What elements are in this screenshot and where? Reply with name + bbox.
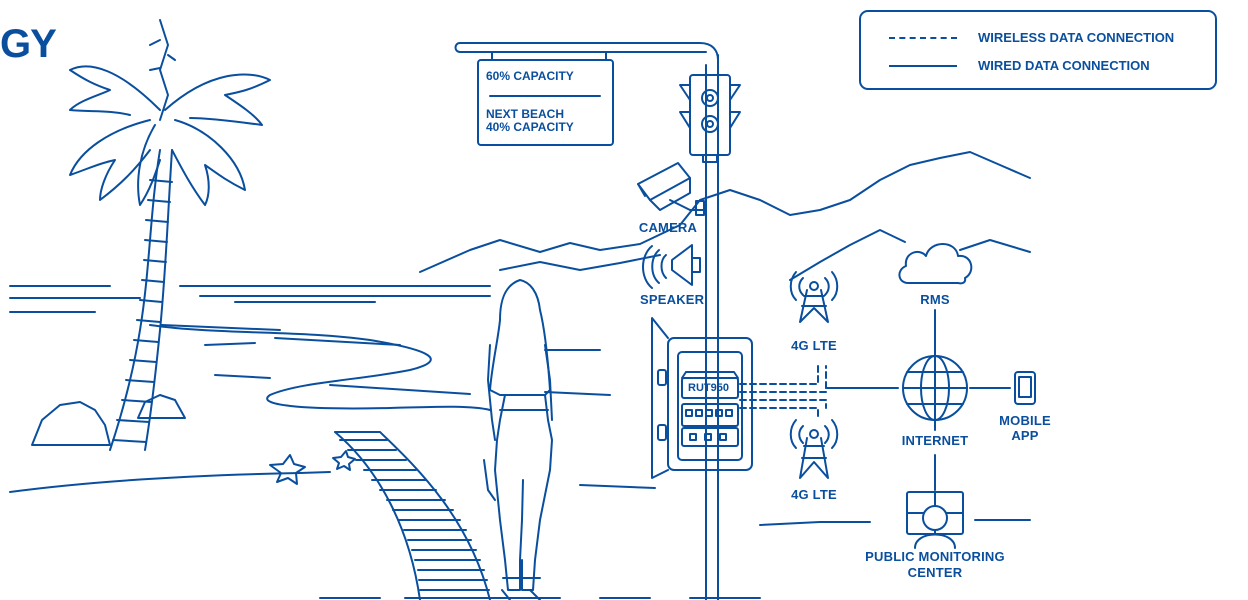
monitoring-center-label-2: CENTER [907,565,963,580]
boardwalk [319,431,761,600]
monitoring-center-icon [906,491,964,549]
rocks [31,394,186,446]
cloud-icon [898,243,973,285]
globe-icon [902,355,968,421]
woman-figure [483,279,553,600]
mobile-app-label-2: APP [1011,428,1039,443]
page-title-fragment: GY [0,22,57,66]
wireless-connection-lines [739,365,827,421]
wired-connection-lines [825,309,1011,491]
camera-label: CAMERA [638,220,698,235]
legend: WIRELESS DATA CONNECTION WIRED DATA CONN… [859,10,1217,90]
solid-line-icon [889,65,957,67]
legend-wireless-label: WIRELESS DATA CONNECTION [978,30,1175,45]
dashed-line-icon [889,37,957,39]
starfish [269,450,356,485]
sign-line-3: 40% CAPACITY [486,120,574,134]
mountains [419,151,1031,281]
lte-tower-bottom [789,419,839,479]
shoreline [9,324,1031,526]
speaker-icon [642,244,701,289]
palm-tree [69,19,271,451]
capacity-sign [477,59,614,146]
legend-wired-label: WIRED DATA CONNECTION [978,58,1150,73]
sea-lines [9,285,491,395]
router-device [681,371,739,447]
sign-line-2: NEXT BEACH [486,107,565,121]
cabinet-box [651,317,753,479]
speaker-label: SPEAKER [640,292,705,307]
router-model-label: RUT950 [688,382,729,394]
legend-row-wired: WIRED DATA CONNECTION [861,56,1215,76]
traffic-light [679,74,741,163]
mobile-app-label-1: MOBILE [999,413,1051,428]
internet-label: INTERNET [901,433,969,448]
camera-icon [637,162,706,216]
sign-line-1: 60% CAPACITY [486,69,574,83]
rms-label: RMS [920,292,950,307]
lte-top-label: 4G LTE [791,338,837,353]
lte-tower-top [789,271,839,323]
legend-row-wireless: WIRELESS DATA CONNECTION [861,28,1215,48]
monitoring-center-label-1: PUBLIC MONITORING [865,549,1005,564]
lte-bottom-label: 4G LTE [791,487,837,502]
mobile-phone-icon [1014,371,1036,405]
